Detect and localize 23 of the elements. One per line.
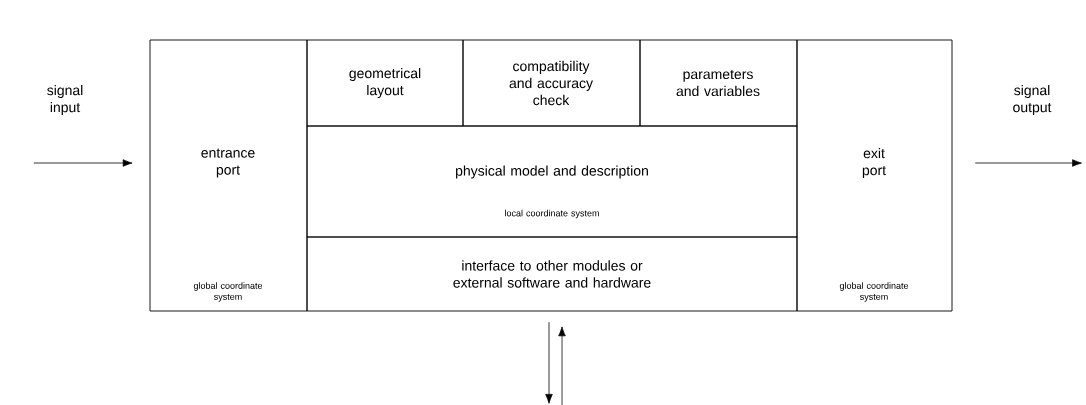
cell-text: local coordinate system bbox=[505, 209, 599, 219]
arrow bbox=[974, 159, 1082, 167]
module-cell bbox=[306, 236, 798, 312]
module-cell bbox=[149, 39, 308, 312]
module-cell bbox=[462, 39, 641, 127]
arrow bbox=[558, 326, 566, 405]
cell-text: geometrical layout bbox=[349, 68, 421, 98]
cell-text: compatibility and accuracy check bbox=[509, 60, 593, 106]
cell-text: global coordinate system bbox=[839, 282, 909, 302]
module-cell bbox=[306, 125, 798, 238]
module-cell bbox=[639, 39, 798, 127]
cell-text: parameters and variables bbox=[676, 69, 760, 97]
module-cell bbox=[796, 39, 953, 312]
cell-text: entrance port bbox=[201, 148, 255, 178]
arrow bbox=[33, 159, 133, 167]
cell-text: interface to other modules or external software and hardware bbox=[453, 260, 651, 288]
module-cell bbox=[306, 39, 464, 127]
cell-text: exit port bbox=[862, 148, 886, 178]
cell-text: global coordinate system bbox=[193, 282, 263, 302]
signal-label: signal input bbox=[47, 85, 83, 115]
cell-text: physical model and description bbox=[456, 165, 648, 179]
signal-label: signal output bbox=[1013, 85, 1052, 115]
arrow bbox=[545, 321, 553, 404]
